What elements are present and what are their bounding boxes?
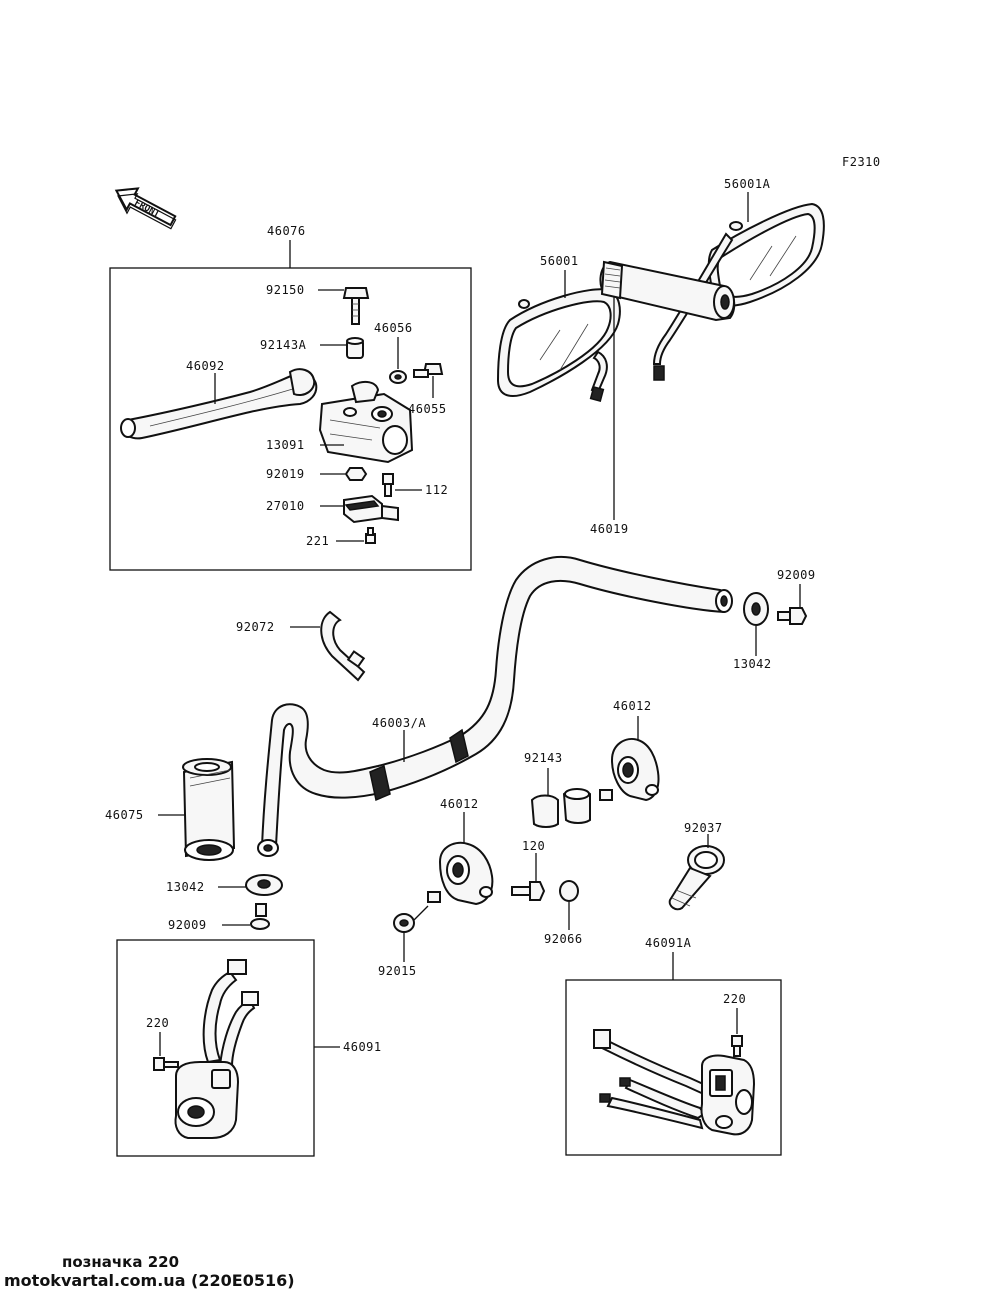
label-46075: 46075	[105, 808, 144, 822]
label-46056: 46056	[374, 321, 413, 335]
lever-46092	[120, 368, 318, 440]
label-92143a: 92143A	[260, 338, 307, 352]
lever-assembly-group: 46076 92150 92143A 46056 46055	[109, 224, 472, 571]
label-92150: 92150	[266, 283, 305, 297]
label-92066: 92066	[544, 932, 583, 946]
label-46091: 46091	[343, 1040, 382, 1054]
housing-46012-lower	[427, 841, 494, 906]
screw-112	[382, 473, 394, 497]
label-46012-lower: 46012	[440, 797, 479, 811]
label-13091: 13091	[266, 438, 305, 452]
housing-46012-upper	[599, 738, 660, 802]
nut-92019	[344, 467, 368, 481]
bar-end-13042-left	[245, 874, 283, 896]
screw-46055	[413, 363, 444, 378]
label-46003a: 46003/A	[372, 716, 426, 730]
handlebar-46003a	[257, 555, 733, 857]
band-92072	[320, 610, 366, 682]
label-92009-right: 92009	[777, 568, 816, 582]
label-92009-left: 92009	[168, 918, 207, 932]
label-92015: 92015	[378, 964, 417, 978]
label-27010: 27010	[266, 499, 305, 513]
screw-92009-left	[250, 903, 270, 930]
bolt-92150	[342, 287, 370, 325]
label-13042-left: 13042	[166, 880, 205, 894]
lever-holder-13091	[318, 380, 414, 464]
switch-assembly-46091-group: 46091 220	[116, 939, 382, 1157]
label-46092: 46092	[186, 359, 225, 373]
label-120: 120	[522, 839, 545, 853]
switch-assembly-46091-box	[116, 939, 315, 1157]
label-112: 112	[425, 483, 448, 497]
mirror-56001	[496, 288, 621, 403]
clamp-92037	[668, 845, 725, 911]
collar-92143	[530, 788, 591, 828]
label-46019: 46019	[590, 522, 629, 536]
washer-46056	[389, 370, 407, 384]
connector-icon	[227, 959, 247, 975]
bar-end-13042-right	[743, 592, 769, 626]
label-46055: 46055	[408, 402, 447, 416]
collar-92143a	[346, 337, 364, 359]
label-56001a: 56001A	[724, 177, 771, 191]
label-92072: 92072	[236, 620, 275, 634]
switch-27010	[343, 494, 399, 524]
footer-site-link[interactable]: motokvartal.com.ua (220E0516)	[4, 1271, 295, 1290]
label-46076: 46076	[267, 224, 306, 238]
label-56001: 56001	[540, 254, 579, 268]
screw-221	[365, 527, 376, 544]
label-92143: 92143	[524, 751, 563, 765]
label-221: 221	[306, 534, 329, 548]
grip-46075	[182, 758, 236, 861]
label-92037: 92037	[684, 821, 723, 835]
label-220-right: 220	[723, 992, 746, 1006]
throttle-grip-46019	[599, 260, 736, 322]
front-arrow-icon: FRONT	[114, 187, 177, 230]
label-220-left: 220	[146, 1016, 169, 1030]
cap-92066	[559, 880, 579, 902]
label-92019: 92019	[266, 467, 305, 481]
screw-92009-right	[777, 607, 808, 625]
footer-caption: позначка 220	[62, 1253, 180, 1271]
washer-92015	[393, 905, 429, 933]
screw-120	[511, 881, 546, 901]
label-46091a: 46091A	[645, 936, 692, 950]
figure-code: F2310	[842, 155, 881, 169]
switch-assembly-46091a-group: 46091A 220	[565, 936, 782, 1156]
label-46012-upper: 46012	[613, 699, 652, 713]
label-13042-right: 13042	[733, 657, 772, 671]
